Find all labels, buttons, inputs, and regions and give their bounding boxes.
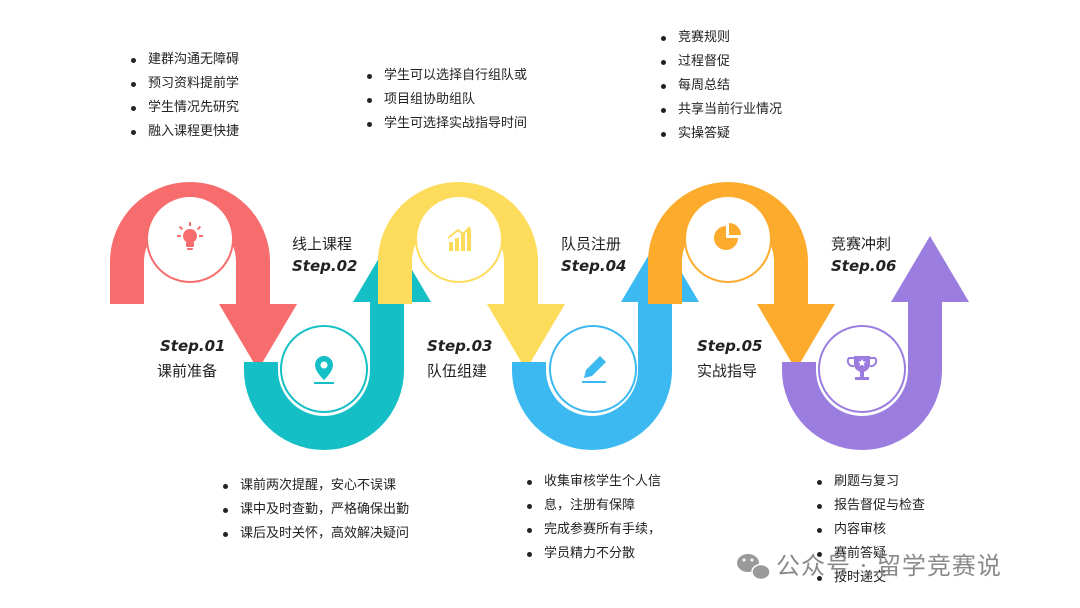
watermark-text: 公众号 · 留学竞赛说 [776, 552, 1002, 580]
step-03-number: Step.03 [427, 337, 493, 355]
location-pin-icon [314, 356, 334, 384]
list-item: 课后及时关怀，高效解决疑问 [218, 522, 409, 546]
list-item: 赛前答疑 [812, 542, 925, 566]
list-item: 预习资料提前学 [126, 72, 239, 96]
step-02-name: 线上课程 [292, 235, 353, 253]
list-item: 课中及时查勤，严格确保出勤 [218, 498, 409, 522]
step-05-number: Step.05 [697, 337, 763, 355]
list-item: 竞赛规则 [656, 26, 782, 50]
wechat-icon [737, 554, 771, 581]
step-04-name: 队员注册 [561, 235, 622, 253]
step-03-name: 队伍组建 [427, 362, 488, 380]
step-06-number: Step.06 [831, 257, 897, 275]
list-item: 融入课程更快捷 [126, 120, 239, 144]
list-item: 每周总结 [656, 74, 782, 98]
pie-chart-icon [714, 223, 741, 250]
step-05-details: 竞赛规则 过程督促 每周总结 共享当前行业情况 实操答疑 [656, 26, 782, 146]
step-04-details: 收集审核学生个人信 息，注册有保障 完成参赛所有手续， 学员精力不分散 [522, 470, 661, 566]
list-item: 报告督促与检查 [812, 494, 925, 518]
list-item: 刷题与复习 [812, 470, 925, 494]
list-item: 学生情况先研究 [126, 96, 239, 120]
list-item: 学生可选择实战指导时间 [362, 112, 527, 136]
step-05-name: 实战指导 [697, 362, 758, 380]
list-item: 学生可以选择自行组队或 [362, 64, 527, 88]
step-02-number: Step.02 [292, 257, 358, 275]
list-item: 收集审核学生个人信 [522, 470, 661, 494]
list-item-continuation: 项目组协助组队 [384, 92, 476, 107]
trophy-icon [846, 356, 878, 380]
list-item-text: 学员精力不分散 [544, 546, 636, 561]
step-04-number: Step.04 [561, 257, 627, 275]
list-item: 按时递交 [812, 566, 925, 590]
step-03-details: 学生可以选择自行组队或 项目组协助组队 学生可选择实战指导时间 [362, 64, 527, 136]
list-item: 实操答疑 [656, 122, 782, 146]
list-item: 项目组协助组队 [362, 88, 527, 112]
list-item: 课前两次提醒，安心不误课 [218, 474, 409, 498]
list-item: 内容审核 [812, 518, 925, 542]
list-item-text: 息，注册有保障 [544, 498, 636, 513]
list-item: 建群沟通无障碍 [126, 48, 239, 72]
list-item: 共享当前行业情况 [656, 98, 782, 122]
pencil-icon [582, 356, 606, 383]
step-01-number: Step.01 [160, 337, 226, 355]
list-item-continuation: 息，注册有保障 [522, 494, 661, 518]
lightbulb-icon [177, 222, 203, 250]
list-item: 过程督促 [656, 50, 782, 74]
list-item: 完成参赛所有手续， [522, 518, 661, 542]
step-01-details: 建群沟通无障碍 预习资料提前学 学生情况先研究 融入课程更快捷 [126, 48, 239, 144]
step-06-arrow [782, 236, 969, 450]
list-item-continuation: 学员精力不分散 [522, 542, 661, 566]
step-06-name: 竞赛冲刺 [831, 235, 892, 253]
bar-chart-icon [447, 226, 471, 251]
step-06-details: 刷题与复习 报告督促与检查 内容审核 赛前答疑 按时递交 [812, 470, 925, 590]
step-02-details: 课前两次提醒，安心不误课 课中及时查勤，严格确保出勤 课后及时关怀，高效解决疑问 [218, 474, 409, 546]
step-01-name: 课前准备 [157, 362, 218, 380]
